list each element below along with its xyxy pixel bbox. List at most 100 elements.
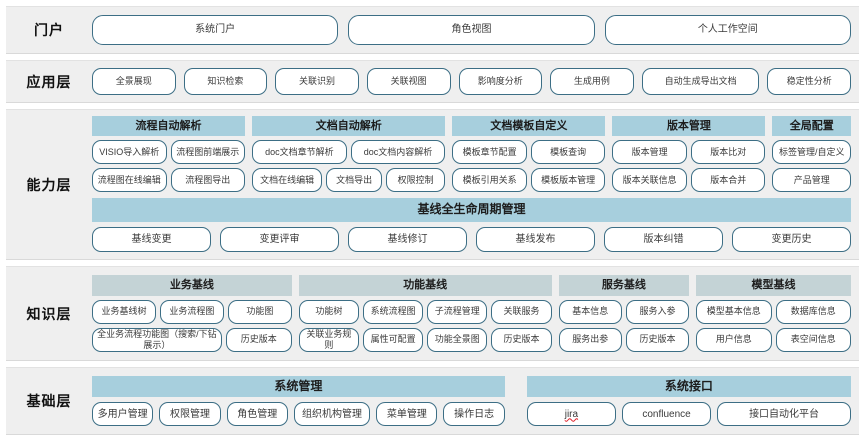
foundation-item[interactable]: 角色管理 <box>226 402 288 427</box>
knowledge-item[interactable]: 历史版本 <box>225 327 292 352</box>
app-item-7[interactable]: 稳定性分析 <box>767 68 852 95</box>
cap-item[interactable]: 流程图前端展示 <box>170 140 246 165</box>
group-head-business-baseline: 业务基线 <box>92 275 292 296</box>
group-row: 用户信息 表空间信息 <box>696 327 851 352</box>
cap-item[interactable]: 版本管理 <box>612 140 687 165</box>
knowledge-item[interactable]: 功能图 <box>227 299 292 324</box>
group-row: 流程图在线编辑 流程图导出 <box>92 168 246 193</box>
knowledge-item[interactable]: 属性可配置 <box>363 327 424 352</box>
portal-button-row: 系统门户 角色视图 个人工作空间 <box>92 15 851 45</box>
knowledge-item[interactable]: 模型基本信息 <box>696 299 772 324</box>
foundation-item[interactable]: 操作日志 <box>443 402 505 427</box>
portal-item-0[interactable]: 系统门户 <box>92 15 339 45</box>
group-row: 模型基本信息 数据库信息 <box>696 299 851 324</box>
interface-item-confluence[interactable]: confluence <box>621 402 712 427</box>
knowledge-item[interactable]: 基本信息 <box>558 299 622 324</box>
group-row: 关联业务规则 属性可配置 功能全景图 历史版本 <box>298 327 552 352</box>
cap-item[interactable]: 文档导出 <box>326 168 382 193</box>
knowledge-item[interactable]: 功能全景图 <box>427 327 488 352</box>
interface-item-jira[interactable]: jira <box>526 402 616 427</box>
portal-item-1[interactable]: 角色视图 <box>348 15 595 45</box>
foundation-groups: 系统管理 多用户管理 权限管理 角色管理 组织机构管理 菜单管理 操作日志 系统… <box>92 375 851 427</box>
application-button-row: 全景展现 知识检索 关联识别 关联视图 影响度分析 生成用例 自动生成导出文档 … <box>92 68 852 95</box>
cap-item[interactable]: 流程图导出 <box>170 168 246 193</box>
jira-label: jira <box>564 408 579 420</box>
baseline-item[interactable]: 基线变更 <box>92 226 211 252</box>
knowledge-groups: 业务基线 业务基线树 业务流程图 功能图 全业务流程功能图（搜索/下钻展示） 历… <box>92 275 851 352</box>
foundation-item[interactable]: 组织机构管理 <box>293 402 371 427</box>
capability-groups: 流程自动解析 VISIO导入解析 流程图前端展示 流程图在线编辑 流程图导出 文… <box>92 116 851 193</box>
knowledge-item[interactable]: 表空间信息 <box>775 327 851 352</box>
architecture-diagram: 门户 系统门户 角色视图 个人工作空间 应用层 全景展现 知识检索 关联识别 关… <box>0 6 865 439</box>
group-row: 功能树 系统流程图 子流程管理 关联服务 <box>298 299 552 324</box>
knowledge-item[interactable]: 业务流程图 <box>159 299 224 324</box>
group-process-auto-parse: 流程自动解析 VISIO导入解析 流程图前端展示 流程图在线编辑 流程图导出 <box>92 116 246 193</box>
knowledge-item[interactable]: 历史版本 <box>491 327 552 352</box>
app-item-0[interactable]: 全景展现 <box>92 68 176 95</box>
layer-body-capability: 流程自动解析 VISIO导入解析 流程图前端展示 流程图在线编辑 流程图导出 文… <box>92 110 859 259</box>
cap-item[interactable]: 版本合并 <box>690 168 766 193</box>
group-head-system-interface: 系统接口 <box>526 375 851 398</box>
cap-item[interactable]: 模板查询 <box>530 140 606 165</box>
knowledge-item[interactable]: 数据库信息 <box>775 299 851 324</box>
knowledge-item[interactable]: 服务出参 <box>558 327 622 352</box>
group-version-management: 版本管理 版本管理 版本比对 版本关联信息 版本合并 <box>612 116 766 193</box>
cap-item[interactable]: VISIO导入解析 <box>92 140 167 165</box>
foundation-item[interactable]: 菜单管理 <box>376 402 438 427</box>
cap-item[interactable]: doc文档章节解析 <box>252 140 347 165</box>
cap-item[interactable]: 产品管理 <box>772 168 851 193</box>
foundation-item[interactable]: 多用户管理 <box>92 402 154 427</box>
group-row: 基本信息 服务入参 <box>558 299 690 324</box>
baseline-item[interactable]: 变更评审 <box>220 226 339 252</box>
knowledge-item[interactable]: 功能树 <box>298 299 359 324</box>
app-item-1[interactable]: 知识检索 <box>183 68 268 95</box>
layer-label-capability: 能力层 <box>26 176 72 193</box>
group-row: 产品管理 <box>772 168 851 193</box>
portal-item-2[interactable]: 个人工作空间 <box>604 15 851 45</box>
app-item-6[interactable]: 自动生成导出文档 <box>641 68 760 95</box>
layer-label-foundation: 基础层 <box>26 393 72 409</box>
app-item-5[interactable]: 生成用例 <box>550 68 634 95</box>
knowledge-item[interactable]: 关联服务 <box>491 299 552 324</box>
group-system-management: 系统管理 多用户管理 权限管理 角色管理 组织机构管理 菜单管理 操作日志 <box>92 375 505 427</box>
group-business-baseline: 业务基线 业务基线树 业务流程图 功能图 全业务流程功能图（搜索/下钻展示） 历… <box>92 275 292 352</box>
baseline-item[interactable]: 变更历史 <box>732 226 851 252</box>
knowledge-item[interactable]: 业务基线树 <box>92 299 156 324</box>
baseline-item[interactable]: 版本纠错 <box>604 226 723 252</box>
knowledge-item[interactable]: 关联业务规则 <box>298 327 359 352</box>
cap-item[interactable]: 模板章节配置 <box>452 140 527 165</box>
cap-item[interactable]: 模板引用关系 <box>452 168 527 193</box>
baseline-item[interactable]: 基线发布 <box>476 226 595 252</box>
layer-label-application: 应用层 <box>26 73 72 90</box>
group-row: doc文档章节解析 doc文档内容解析 <box>252 140 446 165</box>
knowledge-item[interactable]: 系统流程图 <box>363 299 424 324</box>
baseline-item[interactable]: 基线修订 <box>348 226 467 252</box>
cap-item[interactable]: 流程图在线编辑 <box>92 168 167 193</box>
app-item-4[interactable]: 影响度分析 <box>458 68 543 95</box>
cap-item[interactable]: 标签管理/自定义 <box>772 140 851 165</box>
cap-item[interactable]: 版本比对 <box>690 140 766 165</box>
knowledge-item[interactable]: 服务入参 <box>625 299 690 324</box>
system-interface-row: jira confluence 接口自动化平台 <box>526 402 851 427</box>
knowledge-item[interactable]: 全业务流程功能图（搜索/下钻展示） <box>92 327 222 352</box>
group-doc-template-custom: 文档模板自定义 模板章节配置 模板查询 模板引用关系 模板版本管理 <box>452 116 606 193</box>
app-item-3[interactable]: 关联视图 <box>366 68 451 95</box>
foundation-item[interactable]: 权限管理 <box>159 402 221 427</box>
cap-item[interactable]: 权限控制 <box>385 168 446 193</box>
layer-portal: 门户 系统门户 角色视图 个人工作空间 <box>6 6 859 54</box>
group-row: 模板章节配置 模板查询 <box>452 140 606 165</box>
interface-item-api-platform[interactable]: 接口自动化平台 <box>717 402 851 427</box>
cap-item[interactable]: 版本关联信息 <box>612 168 687 193</box>
knowledge-item[interactable]: 子流程管理 <box>427 299 488 324</box>
cap-item[interactable]: 文档在线编辑 <box>252 168 323 193</box>
app-item-2[interactable]: 关联识别 <box>275 68 359 95</box>
group-model-baseline: 模型基线 模型基本信息 数据库信息 用户信息 表空间信息 <box>696 275 851 352</box>
knowledge-item[interactable]: 历史版本 <box>625 327 690 352</box>
layer-body-knowledge: 业务基线 业务基线树 业务流程图 功能图 全业务流程功能图（搜索/下钻展示） 历… <box>92 267 859 360</box>
cap-item[interactable]: doc文档内容解析 <box>350 140 446 165</box>
group-row: 全业务流程功能图（搜索/下钻展示） 历史版本 <box>92 327 292 352</box>
group-row: 版本管理 版本比对 <box>612 140 766 165</box>
group-row: 业务基线树 业务流程图 功能图 <box>92 299 292 324</box>
knowledge-item[interactable]: 用户信息 <box>696 327 772 352</box>
cap-item[interactable]: 模板版本管理 <box>530 168 606 193</box>
